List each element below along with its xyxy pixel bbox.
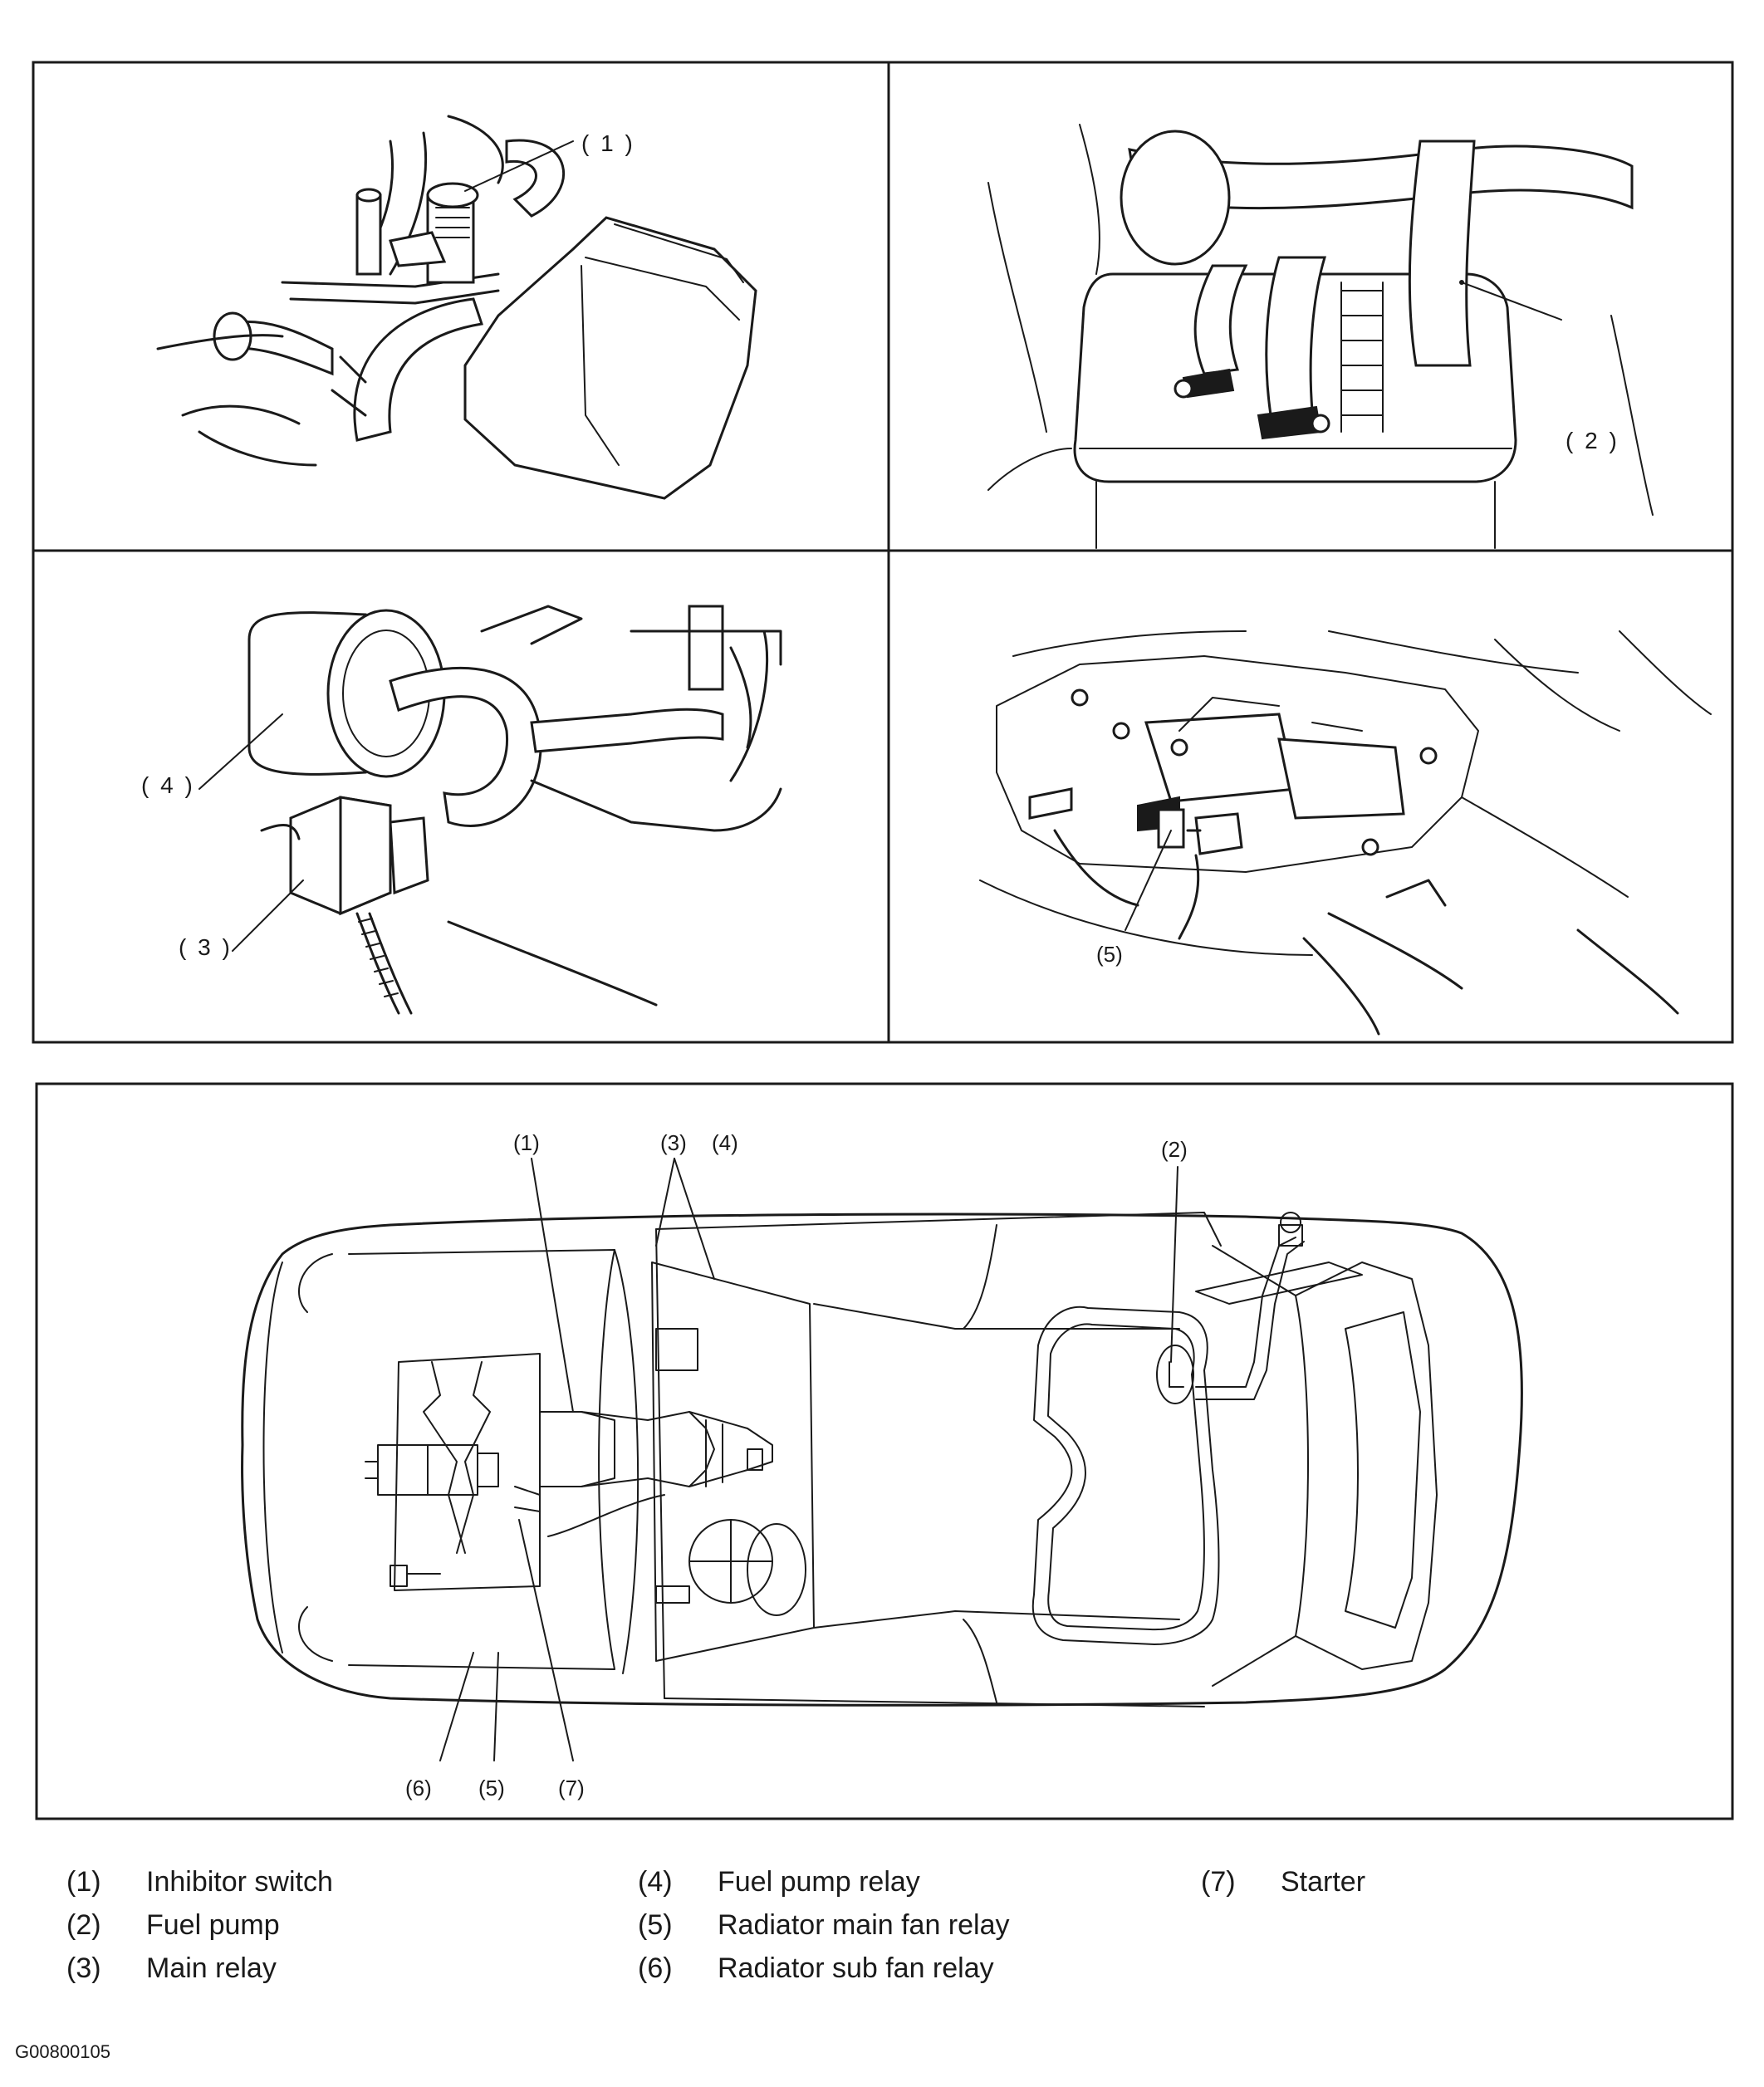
car-body: [241, 1213, 1523, 1707]
panel-inhibitor-switch: ( 1 ): [156, 115, 757, 500]
legend-label: Fuel pump relay: [718, 1866, 920, 1898]
callout-panel-1: ( 1 ): [581, 130, 635, 156]
callout-car-2: (2): [1161, 1137, 1188, 1162]
callout-car-4: (4): [712, 1130, 738, 1155]
callout-panel-3: ( 3 ): [179, 934, 233, 960]
callout-car-6: (6): [405, 1776, 432, 1800]
panel-fuel-pump: ( 2 ): [987, 124, 1654, 549]
figure-code: G00800105: [15, 2041, 110, 2062]
legend-label: Starter: [1281, 1866, 1366, 1898]
legend-number: (2): [66, 1909, 101, 1941]
legend-number: (7): [1201, 1866, 1236, 1898]
callout-panel-2: ( 2 ): [1566, 428, 1619, 453]
legend-number: (3): [66, 1952, 101, 1984]
legend-number: (1): [66, 1866, 101, 1898]
legend-number: (6): [638, 1952, 673, 1984]
legend-label: Radiator main fan relay: [718, 1909, 1010, 1941]
legend-label: Fuel pump: [146, 1909, 280, 1941]
callout-car-1: (1): [513, 1130, 540, 1155]
panel-main-and-fuel-pump-relay: ( 4 ) ( 3 ): [141, 605, 782, 1015]
callout-car-3: (3): [660, 1130, 687, 1155]
legend-label: Inhibitor switch: [146, 1866, 333, 1898]
legend-number: (4): [638, 1866, 673, 1898]
legend-label: Radiator sub fan relay: [718, 1952, 994, 1984]
callout-car-7: (7): [558, 1776, 585, 1800]
callout-car-5: (5): [478, 1776, 505, 1800]
legend-number: (5): [638, 1909, 673, 1941]
car-overview-panel: (1) (3) (4) (2) (6) (5) (7): [35, 1082, 1734, 1820]
legend-label: Main relay: [146, 1952, 277, 1984]
callout-panel-4: ( 4 ): [141, 772, 195, 798]
panel-radiator-main-fan-relay: (5): [979, 630, 1712, 1036]
component-legend: (1) Inhibitor switch (2) Fuel pump (3) M…: [0, 1852, 1764, 2026]
callout-panel-5: (5): [1096, 942, 1123, 967]
